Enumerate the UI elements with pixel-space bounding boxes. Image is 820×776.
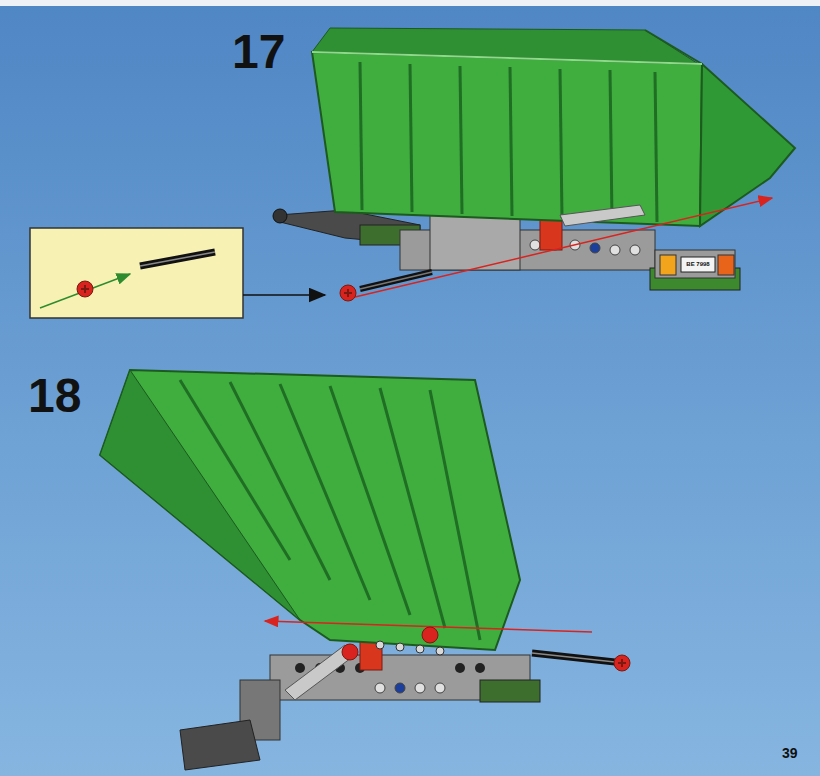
step-number: 17	[232, 28, 285, 76]
license-plate-text: BE 7998	[686, 261, 709, 267]
page-number: 39	[782, 746, 798, 760]
detail-inset	[30, 228, 325, 318]
tipper-step-18	[100, 370, 630, 770]
tipper-step-17	[273, 28, 795, 301]
step-number: 18	[28, 372, 81, 420]
